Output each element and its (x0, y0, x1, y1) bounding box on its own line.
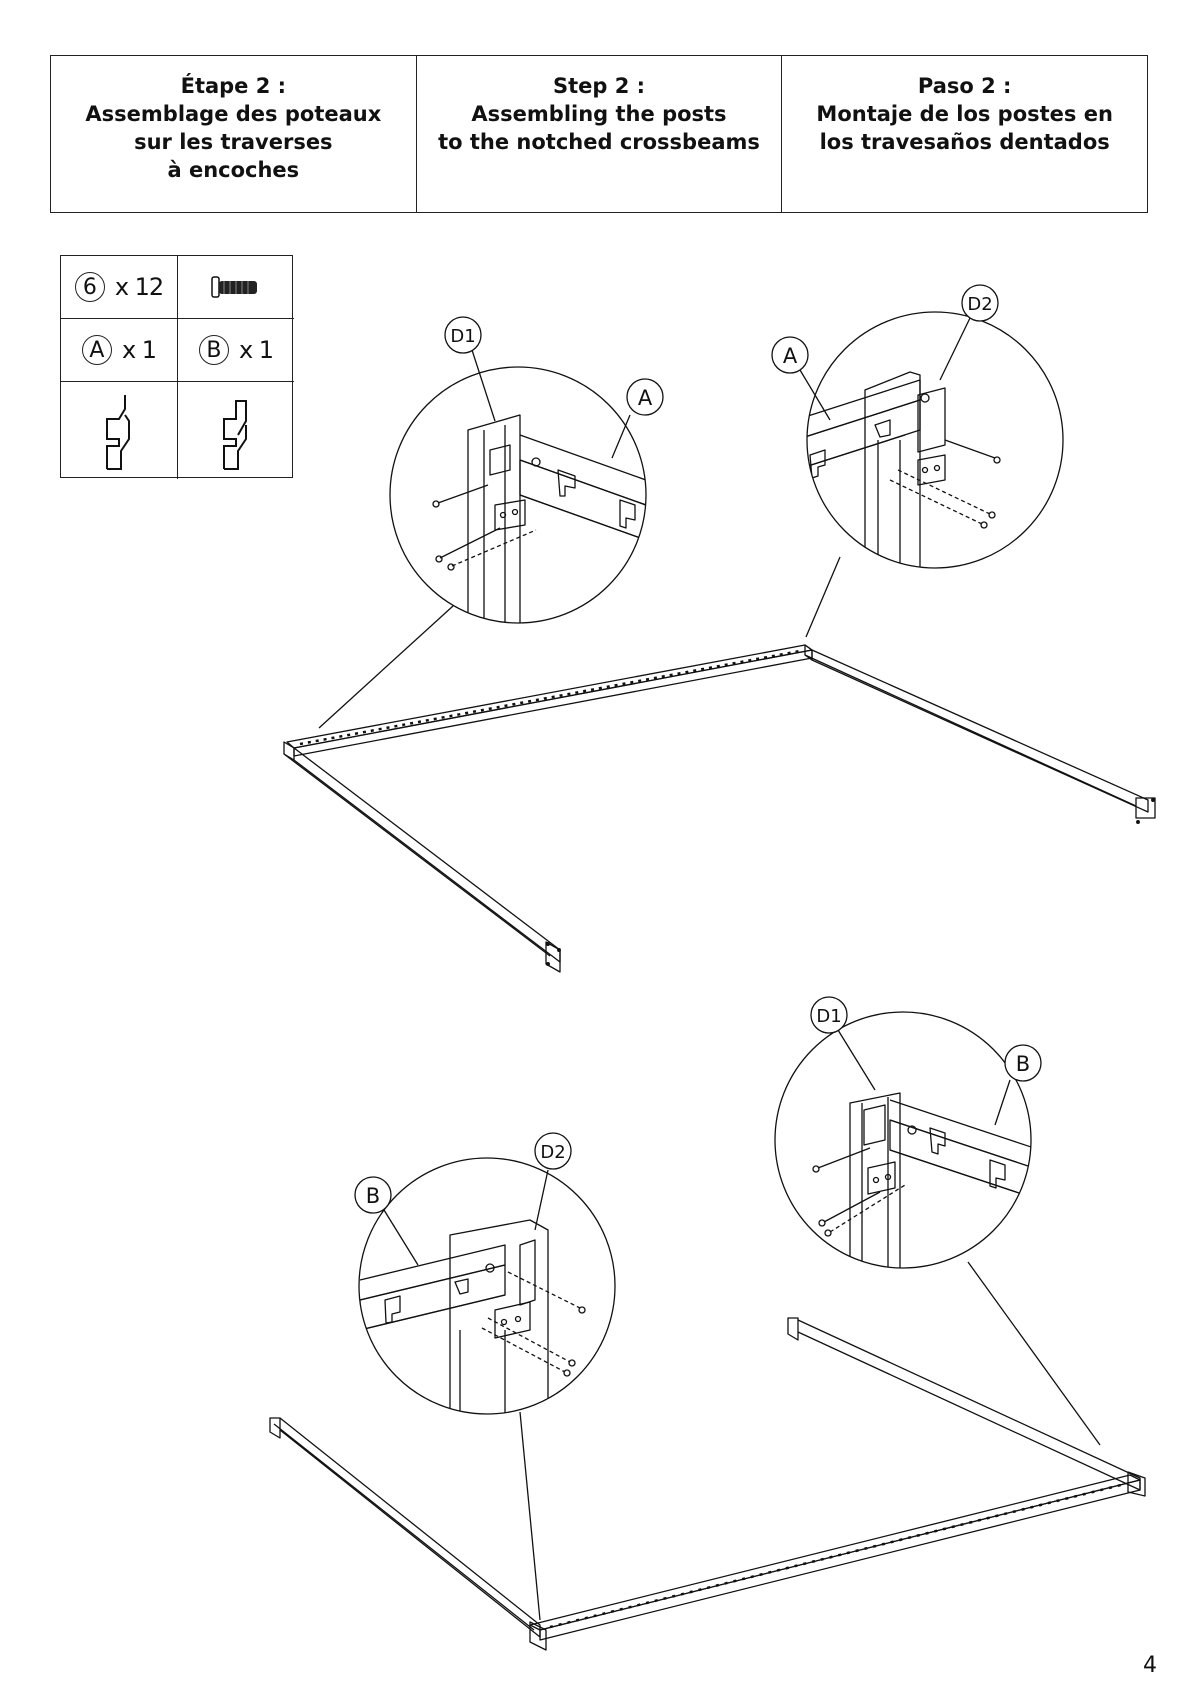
detail-top-right (780, 312, 1063, 570)
svg-text:B: B (366, 1184, 380, 1208)
label-top-right-beam: A (772, 337, 808, 373)
svg-text:D2: D2 (540, 1142, 565, 1163)
svg-text:D1: D1 (450, 326, 475, 347)
detail-bottom-right (775, 1012, 1040, 1290)
label-top-left-beam: A (627, 379, 663, 415)
label-bottom-right-beam: B (1005, 1045, 1041, 1081)
label-bottom-right-post: D1 (811, 997, 847, 1033)
svg-text:D1: D1 (816, 1006, 841, 1027)
svg-text:A: A (783, 344, 798, 368)
screws-top-right (890, 440, 1000, 528)
svg-text:D2: D2 (967, 294, 992, 315)
callout-labels: D1 A A D2 B D2 D1 B (355, 285, 1041, 1213)
bottom-frame-left-post (270, 1418, 546, 1650)
page-number: 4 (1143, 1653, 1157, 1678)
screws-bottom-left (482, 1272, 585, 1376)
label-top-right-post: D2 (962, 285, 998, 321)
top-frame-right-post (805, 645, 1155, 823)
label-top-left-post: D1 (445, 317, 481, 353)
detail-top-left (390, 367, 660, 640)
screws-bottom-right (813, 1148, 905, 1236)
top-frame-left-post (284, 742, 560, 972)
top-frame-beam-a (287, 645, 812, 756)
label-bottom-left-beam: B (355, 1177, 391, 1213)
svg-text:A: A (638, 386, 653, 410)
label-bottom-left-post: D2 (535, 1133, 571, 1169)
svg-text:B: B (1016, 1052, 1030, 1076)
detail-bottom-left (359, 1158, 615, 1420)
bottom-frame-right-post (788, 1318, 1145, 1496)
bottom-frame-beam-b (530, 1475, 1140, 1640)
